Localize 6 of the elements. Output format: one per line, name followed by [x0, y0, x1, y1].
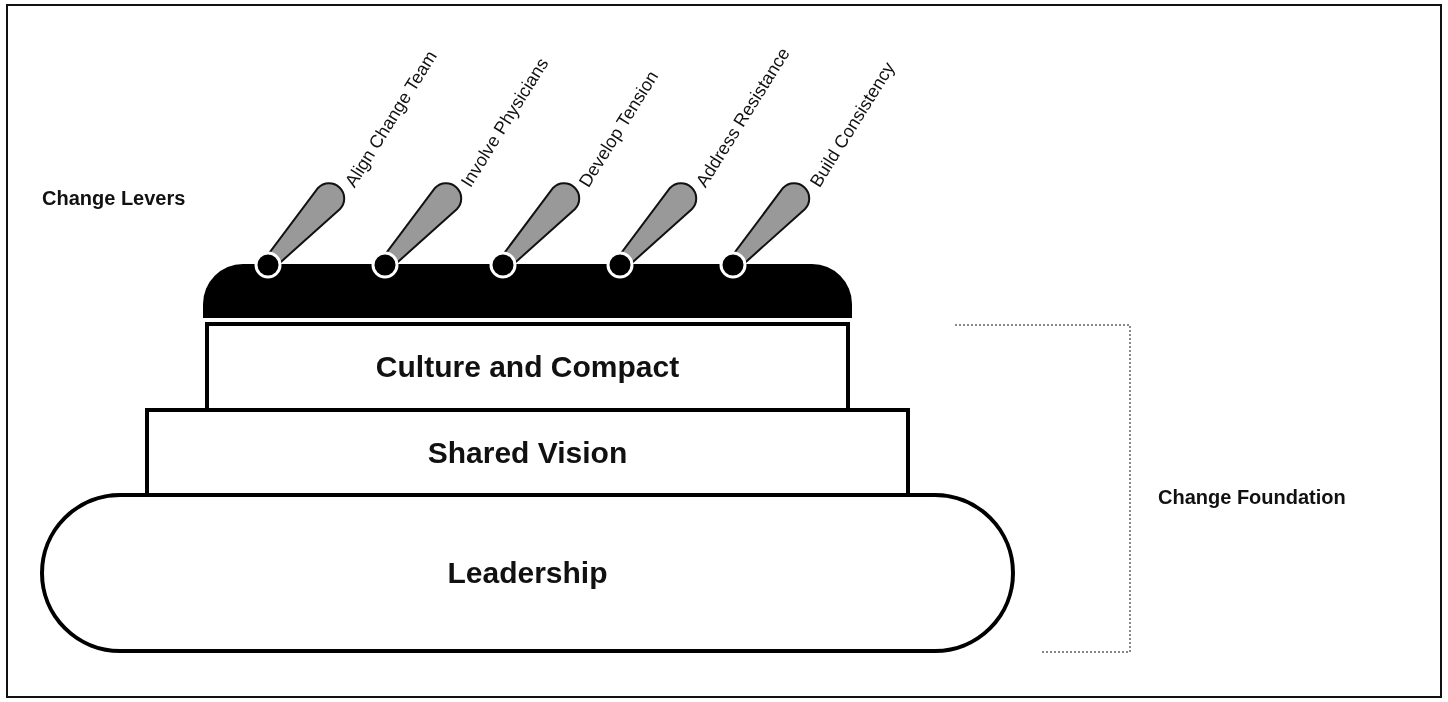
layer-label: Shared Vision	[427, 435, 628, 470]
section-label: Change Levers	[42, 188, 186, 208]
layer-label: Culture and Compact	[375, 350, 680, 384]
layer-label: Leadership	[447, 556, 608, 590]
lever-base-bar	[203, 264, 852, 318]
section-label: Change Foundation	[1158, 487, 1346, 507]
